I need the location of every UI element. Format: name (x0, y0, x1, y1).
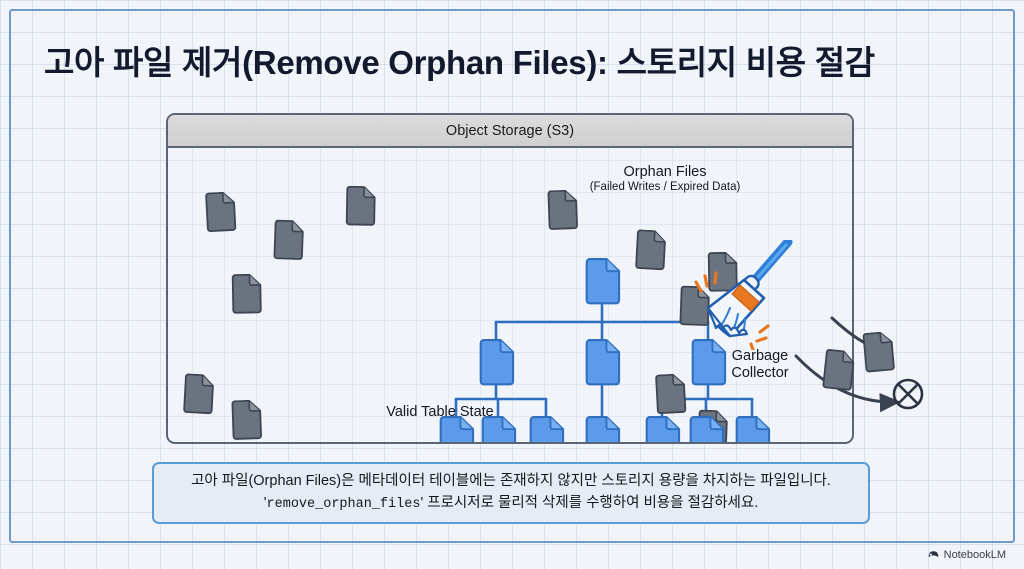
broom-icon (690, 237, 810, 352)
valid-file-icon (477, 339, 515, 386)
valid-file-icon (527, 416, 565, 442)
page-title: 고아 파일 제거(Remove Orphan Files): 스토리지 비용 절… (44, 44, 875, 81)
note-quote-open: ' (263, 495, 267, 511)
note-callout: 고아 파일(Orphan Files)은 메타데이터 테이블에는 존재하지 않지… (152, 462, 870, 524)
orphan-file-icon (230, 273, 263, 315)
swept-orphan-file-icon (860, 331, 895, 374)
notebooklm-logo-icon (928, 551, 938, 557)
valid-file-icon-root (583, 258, 621, 305)
garbage-collector-line2: Collector (731, 365, 789, 381)
note-line-2: 'remove_orphan_files' 프로시저로 물리적 삭제를 수행하여… (264, 492, 759, 516)
orphan-file-icon (203, 191, 237, 233)
orphan-file-icon (181, 373, 215, 415)
orphan-files-label: Orphan Files (Failed Writes / Expired Da… (500, 164, 830, 193)
storage-header-title: Object Storage (S3) (445, 122, 575, 139)
orphan-file-icon (344, 185, 377, 227)
garbage-collector-line1: Garbage (731, 348, 789, 364)
orphan-file-icon (653, 373, 687, 415)
object-storage-container: Object Storage (S3) (166, 113, 854, 444)
swept-orphan-file-icon (820, 348, 856, 391)
storage-body (168, 148, 852, 442)
garbage-collector-label: Garbage Collector (690, 348, 830, 382)
circle-x-icon (892, 378, 924, 410)
orphan-file-icon (677, 285, 710, 326)
orphan-file-icon (229, 399, 262, 440)
watermark: NotebookLM (927, 548, 1006, 561)
valid-table-state-label: Valid Table State (386, 404, 494, 420)
valid-file-icon (733, 416, 771, 442)
orphan-file-icon (633, 229, 667, 271)
sparkle-icon (694, 271, 770, 352)
valid-file-icon (687, 416, 725, 442)
orphan-file-icon (271, 219, 304, 260)
orphan-files-title: Orphan Files (623, 164, 707, 180)
valid-file-icon (479, 416, 517, 442)
valid-file-icon (583, 416, 621, 442)
valid-file-icon (643, 416, 681, 442)
orphan-file-icon (545, 189, 578, 230)
note-line-2-rest: ' 프로시저로 물리적 삭제를 수행하여 비용을 절감하세요. (420, 495, 759, 511)
storage-header: Object Storage (S3) (168, 115, 852, 148)
valid-file-icon (689, 339, 727, 386)
valid-file-icon (437, 416, 475, 442)
note-line-1: 고아 파일(Orphan Files)은 메타데이터 테이블에는 존재하지 않지… (191, 473, 831, 489)
valid-file-icon (583, 339, 621, 386)
sweep-arrow-lower (794, 354, 901, 413)
watermark-label: NotebookLM (943, 548, 1006, 561)
note-procedure-name: remove_orphan_files (266, 497, 421, 512)
orphan-files-subtitle: (Failed Writes / Expired Data) (589, 181, 741, 193)
